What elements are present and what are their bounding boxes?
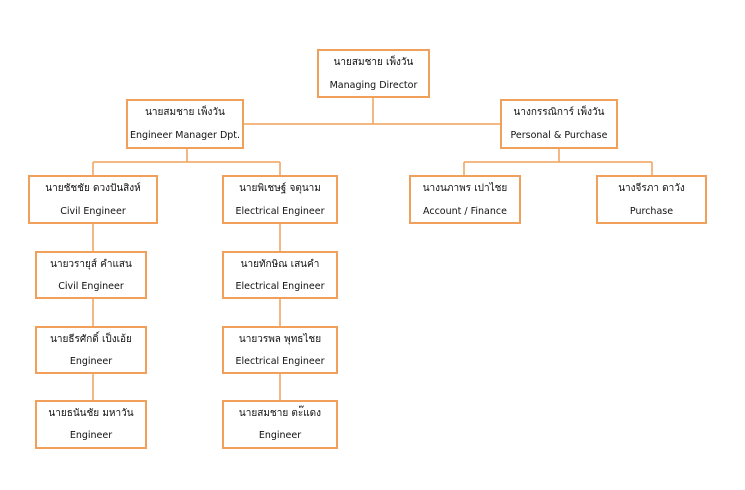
node-role: Civil Engineer (60, 206, 126, 217)
node-electrical-3: นายวรพล พุทธไชย Electrical Engineer (222, 326, 338, 374)
node-role: Purchase (629, 206, 674, 217)
node-role: Electrical Engineer (235, 356, 325, 367)
node-name: นายวรายุส์ คำแสน (50, 259, 132, 270)
node-civil-3: นายธีรศักดิ์ เป็งเอ้ย Engineer (35, 326, 147, 374)
node-role: Managing Director (329, 80, 418, 91)
node-managing-director: นายสมชาย เพ็งวัน Managing Director (317, 49, 430, 98)
node-name: นายสมชาย ตะ๊แดง (238, 408, 322, 419)
node-civil-4: นายธนันชัย มหาวัน Engineer (35, 400, 147, 449)
node-name: นายวรพล พุทธไชย (238, 334, 322, 345)
node-role: Account / Finance (423, 206, 507, 217)
node-name: นางกรรณิการ์ เพ็งวัน (513, 107, 605, 118)
node-name: นางนภาพร เปาไชย (422, 183, 508, 194)
node-role: Personal & Purchase (510, 130, 608, 141)
node-name: นายสมชาย เพ็งวัน (145, 107, 225, 118)
node-electrical-2: นายทักษิณ เสนคำ Electrical Engineer (222, 251, 338, 299)
node-name: นายธีรศักดิ์ เป็งเอ้ย (50, 334, 132, 345)
node-personal-purchase: นางกรรณิการ์ เพ็งวัน Personal & Purchase (500, 99, 618, 149)
node-purchase: นางจีรภา ดาวัง Purchase (596, 175, 707, 224)
node-role: Engineer (69, 356, 113, 367)
node-account-finance: นางนภาพร เปาไชย Account / Finance (409, 175, 521, 224)
node-electrical-lead: นายพิเชษฐ์ จตุนาม Electrical Engineer (222, 175, 338, 224)
node-civil-lead: นายชัชชัย ดวงปันสิงห์ Civil Engineer (28, 175, 158, 224)
node-engineer-manager: นายสมชาย เพ็งวัน Engineer Manager Dpt. (126, 99, 244, 149)
node-role: Civil Engineer (58, 281, 124, 292)
node-role: Electrical Engineer (235, 281, 325, 292)
node-name: นายสมชาย เพ็งวัน (333, 57, 414, 68)
node-name: นายชัชชัย ดวงปันสิงห์ (45, 183, 141, 194)
node-name: นายพิเชษฐ์ จตุนาม (239, 183, 321, 194)
node-name: นายธนันชัย มหาวัน (48, 408, 134, 419)
node-role: Engineer Manager Dpt. (129, 130, 241, 141)
node-name: นางจีรภา ดาวัง (618, 183, 685, 194)
node-role: Engineer (69, 430, 113, 441)
node-civil-2: นายวรายุส์ คำแสน Civil Engineer (35, 251, 147, 299)
node-role: Electrical Engineer (235, 206, 325, 217)
node-electrical-4: นายสมชาย ตะ๊แดง Engineer (222, 400, 338, 449)
node-role: Engineer (258, 430, 302, 441)
node-name: นายทักษิณ เสนคำ (240, 259, 320, 270)
